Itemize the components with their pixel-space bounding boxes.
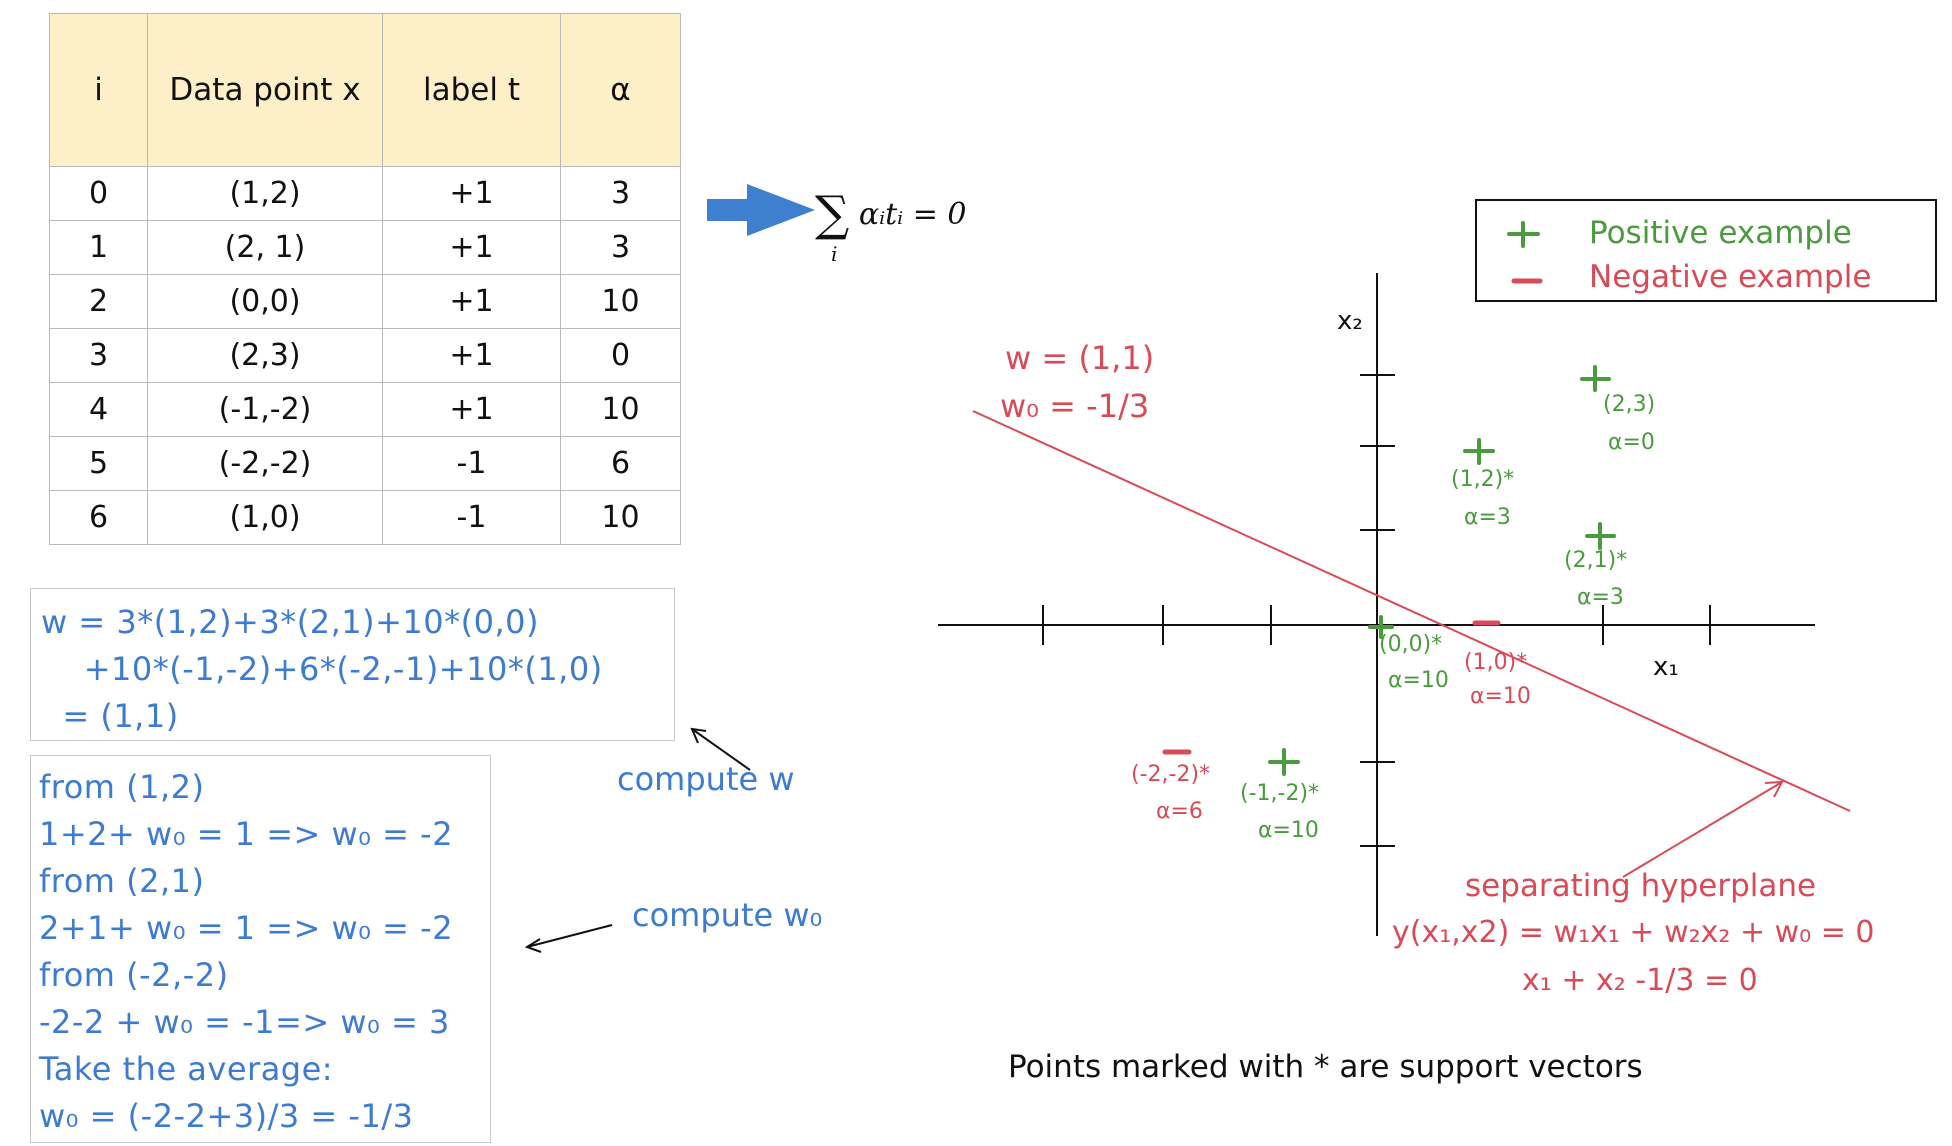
cell-point: (1,0) <box>147 490 383 545</box>
cell-alpha: 10 <box>560 274 681 329</box>
cell-point: (2, 1) <box>147 220 383 275</box>
w-line-3: = (1,1) <box>41 697 179 735</box>
compute-w0-box: from (1,2) 1+2+ w₀ = 1 => w₀ = -2 from (… <box>30 755 491 1143</box>
marker-2-1 <box>1585 522 1616 550</box>
w-line-1: w = 3*(1,2)+3*(2,1)+10*(0,0) <box>41 603 539 641</box>
w0-line: from (1,2) <box>39 768 205 806</box>
w-value-label: w = (1,1) <box>1005 339 1155 377</box>
cell-label: -1 <box>382 490 561 545</box>
table-header-row: i Data point x label t α <box>49 13 681 167</box>
alpha-table: i Data point x label t α 0 (1,2) +1 3 1 … <box>49 13 681 545</box>
cell-alpha: 3 <box>560 166 681 221</box>
point-label-coord: (0,0)* <box>1379 632 1443 657</box>
w0-line: 1+2+ w₀ = 1 => w₀ = -2 <box>39 815 454 853</box>
table-row: 0 (1,2) +1 3 <box>49 166 681 221</box>
point-label-alpha: α=0 <box>1608 430 1655 455</box>
cell-point: (1,2) <box>147 166 383 221</box>
marker-2-3 <box>1580 365 1611 392</box>
header-alpha: α <box>560 13 681 167</box>
cell-label: +1 <box>382 220 561 275</box>
cell-label: +1 <box>382 274 561 329</box>
negative-markers <box>1162 278 1543 755</box>
legend: Positive example Negative example <box>1475 199 1937 302</box>
marker-0-0 <box>1368 615 1394 639</box>
constraint-formula: ∑ αᵢtᵢ = 0 i <box>815 180 967 266</box>
point-label-coord: (2,3) <box>1603 392 1656 417</box>
cell-point: (-1,-2) <box>147 382 383 437</box>
cell-i: 2 <box>49 274 148 329</box>
w0-line: Take the average: <box>39 1050 334 1088</box>
x-axis-ticks <box>1042 605 1711 645</box>
sum-symbol: ∑ <box>815 186 850 242</box>
hyperplane-title: separating hyperplane <box>1465 868 1817 904</box>
compute-w-note: compute w <box>617 760 795 798</box>
hyperplane-pointer-arrow <box>1622 780 1784 878</box>
header-label: label t <box>382 13 561 167</box>
point-label-coord: (1,0)* <box>1464 650 1528 675</box>
compute-w-box: w = 3*(1,2)+3*(2,1)+10*(0,0) +10*(-1,-2)… <box>30 588 675 741</box>
separating-hyperplane-line <box>972 410 1851 812</box>
w0-line: from (-2,-2) <box>39 956 229 994</box>
header-data-point: Data point x <box>147 13 383 167</box>
legend-positive-label: Positive example <box>1589 215 1852 251</box>
w-line-2: +10*(-1,-2)+6*(-2,-1)+10*(1,0) <box>41 650 603 688</box>
cell-alpha: 3 <box>560 220 681 275</box>
marker-1-2 <box>1463 438 1495 465</box>
support-vector-footnote: Points marked with * are support vectors <box>1008 1049 1643 1085</box>
y-axis-ticks <box>1360 374 1395 847</box>
hyperplane-equation-general: y(x₁,x2) = w₁x₁ + w₂x₂ + w₀ = 0 <box>1392 915 1875 950</box>
marker-neg1-neg2 <box>1268 748 1300 776</box>
x2-axis-label: x₂ <box>1337 306 1363 336</box>
table-row: 5 (-2,-2) -1 6 <box>49 436 681 491</box>
cell-label: +1 <box>382 382 561 437</box>
w0-line: w₀ = (-2-2+3)/3 = -1/3 <box>39 1097 414 1135</box>
w0-line: from (2,1) <box>39 862 205 900</box>
w0-line: 2+1+ w₀ = 1 => w₀ = -2 <box>39 909 454 947</box>
legend-negative-label: Negative example <box>1589 259 1872 295</box>
legend-positive-marker <box>1507 221 1540 248</box>
table-row: 4 (-1,-2) +1 10 <box>49 382 681 437</box>
cell-alpha: 0 <box>560 328 681 383</box>
hyperplane-equation-specific: x₁ + x₂ -1/3 = 0 <box>1522 963 1758 998</box>
cell-label: +1 <box>382 166 561 221</box>
point-label-coord: (2,1)* <box>1564 548 1628 573</box>
constraint-arrow <box>707 184 815 236</box>
header-i: i <box>49 13 148 167</box>
x1-axis-label: x₁ <box>1653 652 1679 682</box>
table-row: 1 (2, 1) +1 3 <box>49 220 681 275</box>
w0-line: -2-2 + w₀ = -1=> w₀ = 3 <box>39 1003 450 1041</box>
point-label-coord: (1,2)* <box>1451 467 1515 492</box>
cell-alpha: 6 <box>560 436 681 491</box>
point-label-coord: (-2,-2)* <box>1131 762 1211 787</box>
point-label-alpha: α=10 <box>1388 668 1449 693</box>
point-label-alpha: α=6 <box>1156 799 1203 824</box>
compute-w0-note: compute w₀ <box>632 896 823 934</box>
compute-w0-arrow <box>524 924 613 953</box>
point-label-alpha: α=10 <box>1258 818 1319 843</box>
sum-expression: αᵢtᵢ = 0 <box>858 197 967 232</box>
table-row: 6 (1,0) -1 10 <box>49 490 681 545</box>
cell-point: (2,3) <box>147 328 383 383</box>
cell-i: 6 <box>49 490 148 545</box>
point-label-alpha: α=10 <box>1470 684 1531 709</box>
point-label-alpha: α=3 <box>1464 505 1511 530</box>
positive-markers <box>1268 221 1616 776</box>
cell-point: (0,0) <box>147 274 383 329</box>
cell-alpha: 10 <box>560 490 681 545</box>
cell-alpha: 10 <box>560 382 681 437</box>
point-label-alpha: α=3 <box>1577 585 1624 610</box>
table-row: 2 (0,0) +1 10 <box>49 274 681 329</box>
sum-index: i <box>831 242 838 266</box>
w0-value-label: w₀ = -1/3 <box>1000 387 1150 425</box>
point-label-coord: (-1,-2)* <box>1240 781 1320 806</box>
cell-point: (-2,-2) <box>147 436 383 491</box>
compute-w-arrow <box>690 727 751 771</box>
